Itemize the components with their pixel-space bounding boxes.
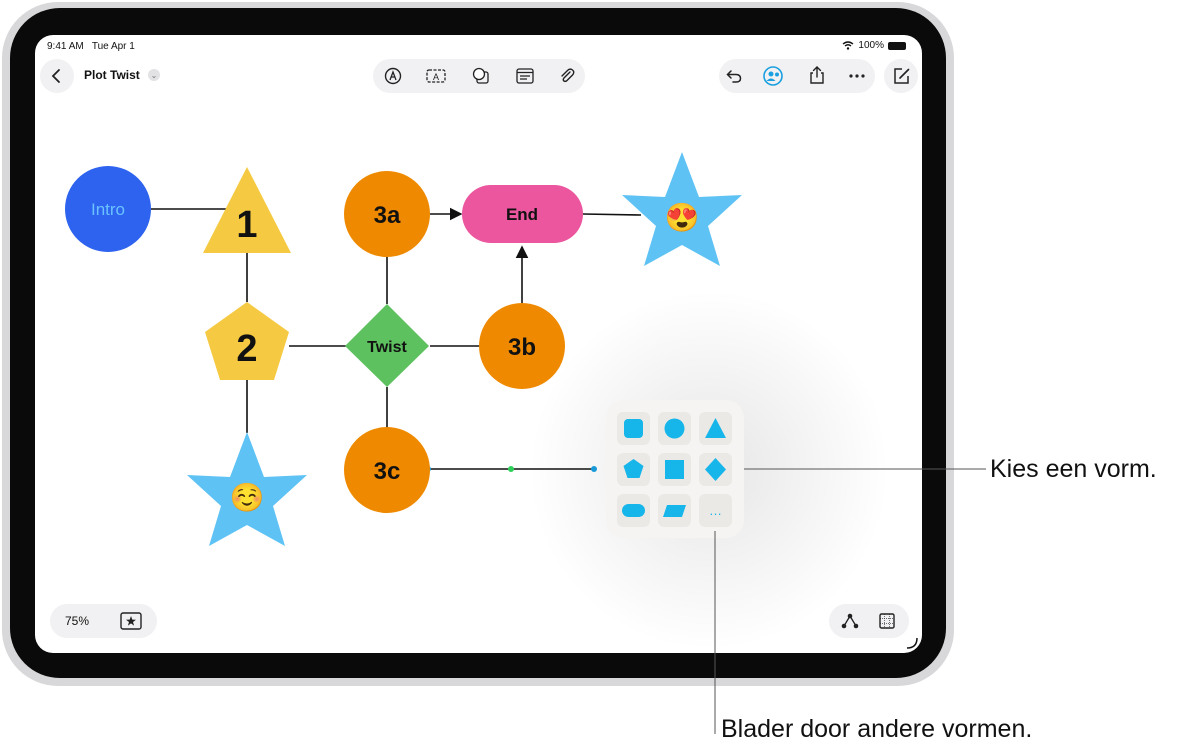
actions-toolbar [719, 59, 875, 93]
twist-label: Twist [367, 339, 407, 356]
zoom-bar [50, 604, 157, 638]
battery-percent: 100% [858, 40, 884, 51]
connector-handle-mid[interactable] [508, 466, 514, 472]
picker-pill[interactable] [622, 504, 645, 517]
shape-triangle-1[interactable]: 1 [203, 167, 291, 253]
shape-circle-3c[interactable]: 3c [344, 427, 430, 513]
title-menu-chevron-icon[interactable]: ⌄ [148, 69, 160, 81]
view-tools-bar [829, 604, 909, 638]
picker-triangle[interactable] [705, 418, 726, 438]
end-label: End [506, 205, 538, 224]
compose-icon [894, 68, 910, 84]
status-indicators: 100% [842, 40, 906, 51]
freeform-screen: 9:41 AM Tue Apr 1 100% Plot Twist ⌄ A [35, 35, 922, 653]
status-clock: 9:41 AM [47, 41, 84, 52]
picker-square[interactable] [665, 460, 684, 479]
collaborate-icon[interactable] [761, 64, 785, 88]
resize-corner-icon [906, 637, 918, 649]
node-2-label: 2 [236, 328, 257, 370]
pen-tool-icon[interactable] [381, 64, 405, 88]
node-3b-label: 3b [508, 334, 536, 361]
node-3a-label: 3a [374, 202, 401, 229]
status-date: Tue Apr 1 [91, 41, 135, 52]
status-time: 9:41 AM Tue Apr 1 [47, 41, 135, 52]
callout-browse-shapes: Blader door andere vormen. [721, 715, 1033, 743]
picker-diamond[interactable] [705, 458, 726, 481]
shape-end-pill[interactable]: End [462, 185, 583, 243]
share-icon[interactable] [805, 63, 829, 87]
picker-more-shapes-button[interactable]: … [709, 503, 722, 518]
text-box-icon[interactable]: A [424, 64, 448, 88]
shape-pentagon-2[interactable]: 2 [205, 302, 289, 380]
picker-circle[interactable] [664, 418, 685, 439]
chevron-left-icon [51, 69, 60, 83]
shape-twist-diamond[interactable]: Twist [345, 304, 429, 387]
svg-text:A: A [433, 72, 439, 82]
battery-icon [888, 41, 906, 50]
paperclip-icon[interactable] [555, 64, 579, 88]
undo-icon[interactable] [722, 64, 746, 88]
back-button[interactable] [40, 59, 74, 93]
emoji-smile: ☺️ [230, 482, 265, 513]
favorite-view-icon[interactable] [119, 609, 143, 633]
grid-icon[interactable] [875, 609, 899, 633]
callout-choose-shape: Kies een vorm. [990, 455, 1157, 483]
zoom-level[interactable]: 75% [65, 614, 90, 628]
node-3c-label: 3c [374, 458, 401, 485]
picker-pentagon[interactable] [623, 459, 644, 478]
sticky-note-icon[interactable] [513, 64, 537, 88]
wifi-icon [842, 41, 854, 50]
board-canvas[interactable]: Intro 1 2 3a End 😍 Twist [35, 35, 922, 653]
node-1-label: 1 [236, 204, 257, 246]
more-options-icon[interactable] [845, 64, 869, 88]
document-title[interactable]: Plot Twist [84, 68, 140, 82]
picker-rounded-square[interactable] [624, 419, 643, 438]
shapes-icon[interactable] [469, 64, 493, 88]
connection-points-icon[interactable] [838, 609, 862, 633]
intro-label: Intro [91, 200, 125, 219]
shape-star-smile[interactable]: ☺️ [187, 432, 307, 546]
new-board-button[interactable] [884, 59, 918, 93]
connector-end-star[interactable] [582, 213, 642, 216]
emoji-heart-eyes: 😍 [665, 202, 700, 233]
shape-circle-3b[interactable]: 3b [479, 303, 565, 389]
shape-circle-3a[interactable]: 3a [344, 171, 430, 257]
shape-intro-circle[interactable]: Intro [65, 166, 151, 252]
shape-star-love[interactable]: 😍 [622, 152, 742, 266]
picker-parallelogram[interactable] [663, 505, 686, 517]
